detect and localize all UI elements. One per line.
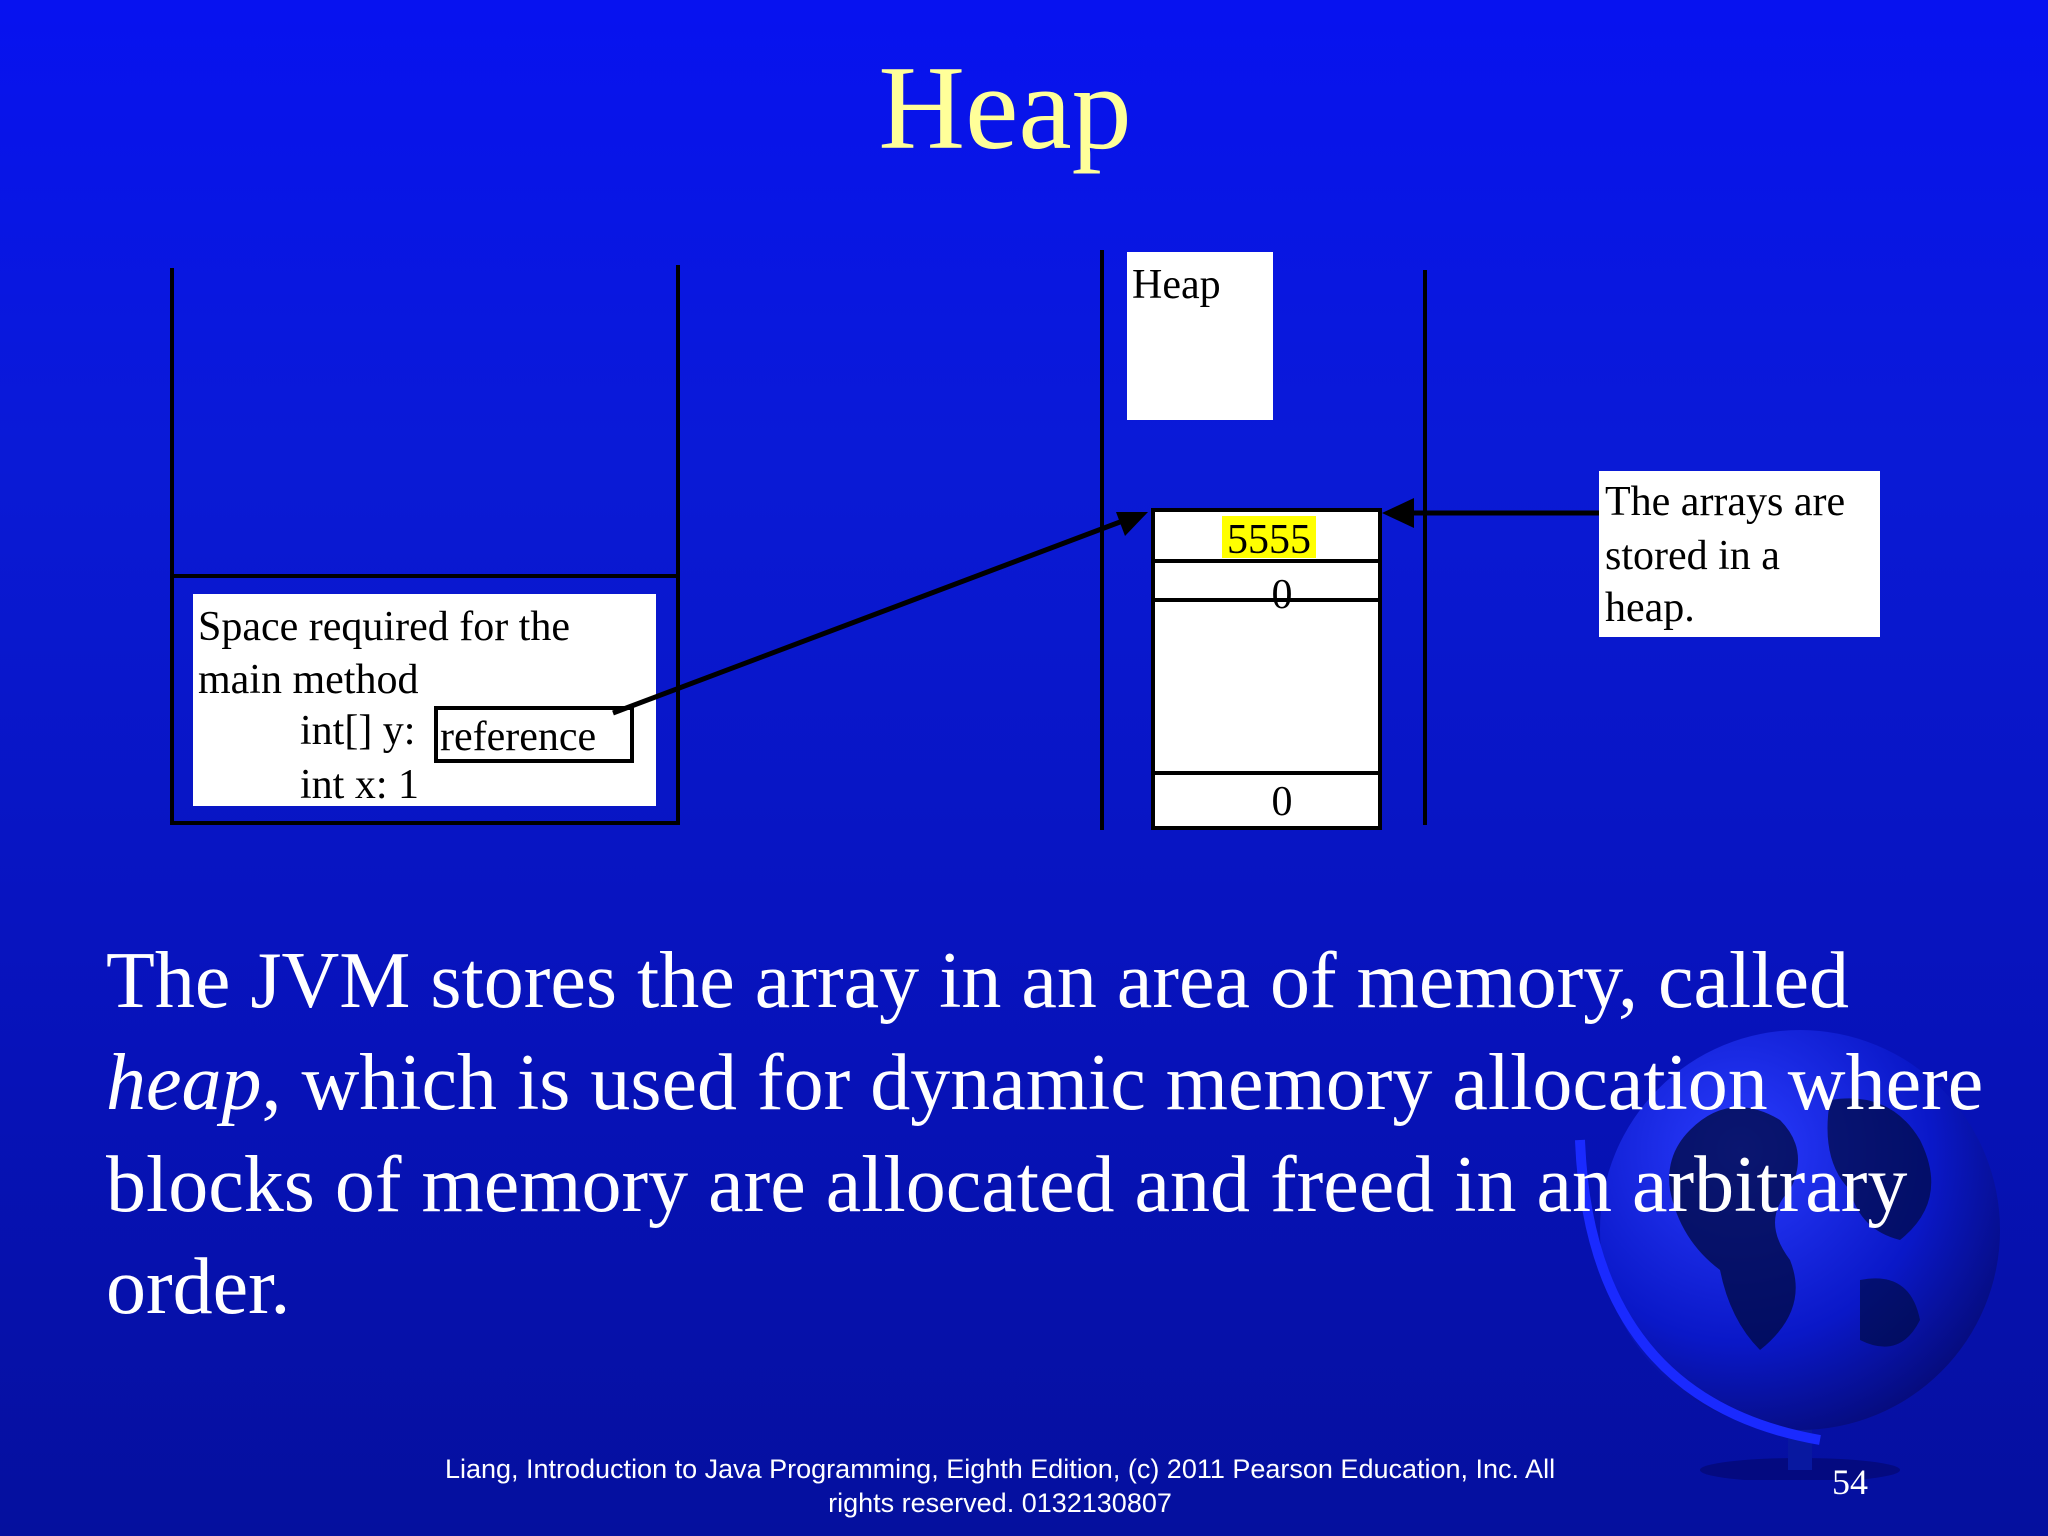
callout-line1: The arrays are (1605, 479, 1845, 525)
heap-label-box (1127, 252, 1273, 420)
array-cell-1: 0 (1272, 572, 1293, 618)
body-text-emphasis: heap (106, 1039, 262, 1127)
heap-container (1100, 250, 1427, 830)
reference-box (434, 706, 634, 763)
footer-line2: rights reserved. 0132130807 (828, 1488, 1172, 1518)
callout-line2: stored in a (1605, 533, 1780, 579)
reference-arrow (612, 519, 1121, 716)
body-text: The JVM stores the array in an area of m… (106, 930, 1986, 1338)
reference-value: reference (440, 714, 596, 760)
var-y-label: int[] y: (300, 708, 415, 754)
main-method-frame (193, 594, 656, 806)
footer: Liang, Introduction to Java Programming,… (380, 1452, 1620, 1520)
array-cell-0: 5555 (1227, 517, 1311, 563)
array-cell-last: 0 (1272, 779, 1293, 825)
callout-arrowhead (1382, 498, 1414, 528)
footer-line1: Liang, Introduction to Java Programming,… (444, 1454, 1556, 1484)
value-highlight (1222, 516, 1316, 558)
body-text-part1: The JVM stores the array in an area of m… (106, 937, 1850, 1025)
body-text-part2: , which is used for dynamic memory alloc… (106, 1039, 1984, 1331)
slide-title: Heap (878, 41, 1132, 174)
frame-label-line2: main method (198, 657, 418, 703)
reference-arrowhead (1116, 512, 1148, 536)
heap-label: Heap (1132, 262, 1221, 308)
stack-container (170, 265, 680, 825)
var-x: int x: 1 (300, 762, 419, 808)
callout-line3: heap. (1605, 585, 1695, 631)
page-number: 54 (1832, 1462, 1868, 1502)
callout-box (1599, 471, 1880, 637)
frame-label-line1: Space required for the (198, 604, 570, 650)
globe-icon (1575, 1030, 2000, 1480)
